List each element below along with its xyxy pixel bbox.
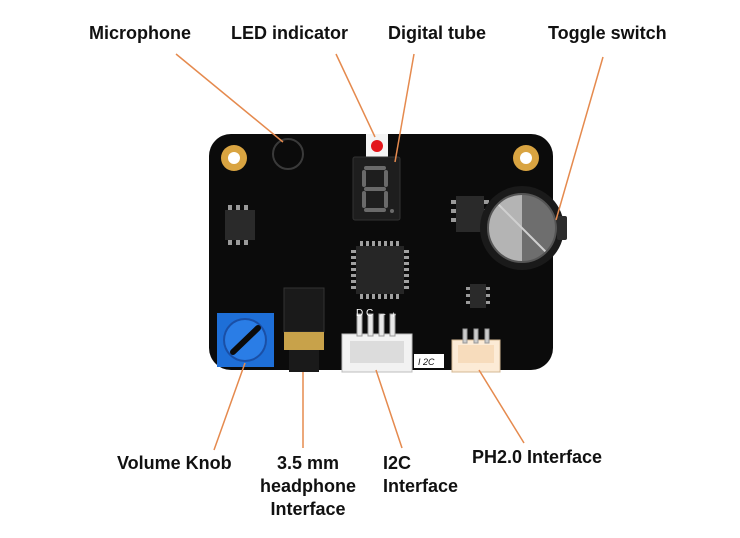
leader-lines	[175, 53, 604, 451]
digital-tube-component	[352, 156, 401, 221]
label-headphone-line2: headphone	[259, 476, 356, 496]
toggle-switch-component	[480, 186, 567, 270]
label-digital-tube: Digital tube	[388, 23, 486, 43]
headphone-jack-component	[283, 287, 325, 372]
label-i2c-group: I2C Interface	[383, 452, 458, 498]
label-headphone-line3: Interface	[270, 499, 346, 519]
leader-toggle	[555, 56, 604, 221]
microphone-component	[272, 138, 304, 170]
leader-volume	[213, 362, 246, 451]
leader-digital-tube	[394, 53, 415, 163]
label-i2c-line2: Interface	[383, 476, 459, 496]
ph20-connector	[451, 328, 501, 373]
mounting-hole-left	[221, 145, 247, 171]
i2c-silk-box: I 2C	[414, 354, 444, 368]
label-headphone-group: 3.5 mm headphone Interface	[258, 452, 358, 521]
label-volume-knob: Volume Knob	[117, 453, 232, 473]
label-ph20-interface: PH2.0 Interface	[472, 447, 603, 467]
mcu-chip	[351, 241, 409, 299]
leader-i2c	[375, 369, 403, 449]
dc-silk-label: D C	[356, 308, 373, 319]
label-microphone: Microphone	[89, 23, 191, 43]
label-i2c-line1: I2C	[383, 453, 412, 473]
leader-ph20	[478, 369, 525, 444]
led-indicator-component	[366, 134, 388, 157]
leader-microphone	[175, 53, 284, 143]
i2c-connector: D C − +	[341, 308, 413, 373]
tiny-chip	[466, 284, 490, 308]
minus-silk-label: −	[380, 310, 386, 321]
plus-silk-label: +	[391, 310, 396, 320]
label-led-indicator: LED indicator	[231, 23, 349, 43]
i2c-silk-text: I 2C	[418, 357, 435, 367]
leader-led	[335, 53, 376, 138]
ic-chip-left	[225, 205, 255, 245]
volume-knob-component	[217, 313, 274, 367]
mounting-hole-right	[513, 145, 539, 171]
label-headphone-line1: 3.5 mm	[276, 453, 340, 473]
label-toggle-switch: Toggle switch	[548, 23, 667, 43]
